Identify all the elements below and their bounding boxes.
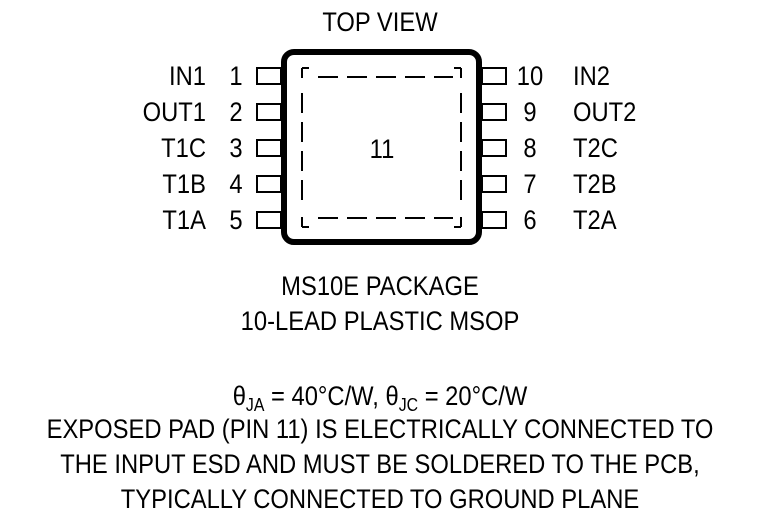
pin-number-1: 1 (229, 61, 243, 91)
diagram-title: TOP VIEW (322, 7, 438, 37)
exposed-pad-label: 11 (369, 134, 395, 164)
pin-number-2: 2 (229, 97, 243, 127)
pin-number-7: 7 (523, 169, 537, 199)
pin-number-9: 9 (523, 97, 537, 127)
note-line-3: TYPICALLY CONNECTED TO GROUND PLANE (120, 484, 640, 514)
pin-lead-8 (481, 139, 507, 157)
pin-lead-9 (481, 103, 507, 121)
pin-lead-4 (256, 175, 282, 193)
note-line-1: EXPOSED PAD (PIN 11) IS ELECTRICALLY CON… (46, 414, 714, 444)
package-name: MS10E PACKAGE (281, 271, 479, 301)
pin-name-6: T2A (573, 205, 617, 235)
exposed-pad-outline (301, 67, 462, 228)
pin-number-8: 8 (523, 133, 537, 163)
thermal-resistance: θJA = 40°C/W, θJC = 20°C/W (46, 381, 715, 420)
right-pin-leads (481, 67, 507, 229)
pin-number-5: 5 (229, 205, 243, 235)
note-line-2: THE INPUT ESD AND MUST BE SOLDERED TO TH… (60, 449, 700, 479)
pin-name-3: T1C (161, 133, 206, 163)
left-pin-leads (256, 67, 282, 229)
pin-name-8: T2C (573, 133, 618, 163)
theta-ja-value: = 40°C/W, (264, 381, 386, 411)
pin-lead-3 (256, 139, 282, 157)
theta-ja-symbol: θ (232, 381, 246, 411)
pin-lead-5 (256, 211, 282, 229)
theta-jc-subscript: JC (398, 395, 419, 415)
pin-name-10: IN2 (573, 61, 610, 91)
pin-name-2: OUT1 (142, 97, 206, 127)
pin-number-6: 6 (523, 205, 537, 235)
package-body (281, 49, 482, 245)
theta-ja-subscript: JA (245, 395, 265, 415)
theta-jc-symbol: θ (385, 381, 399, 411)
pin-name-4: T1B (162, 169, 206, 199)
pin-name-9: OUT2 (573, 97, 637, 127)
pin-name-7: T2B (573, 169, 617, 199)
pin-number-10: 10 (516, 61, 544, 91)
pin-lead-7 (481, 175, 507, 193)
pin-lead-6 (481, 211, 507, 229)
pin-lead-10 (481, 67, 507, 85)
pin-lead-2 (256, 103, 282, 121)
pin-number-4: 4 (229, 169, 243, 199)
pin-lead-1 (256, 67, 282, 85)
pin-name-1: IN1 (169, 61, 206, 91)
pin-number-3: 3 (229, 133, 243, 163)
pin-name-5: T1A (162, 205, 206, 235)
package-description: 10-LEAD PLASTIC MSOP (240, 306, 520, 336)
theta-jc-value: = 20°C/W (418, 381, 528, 411)
